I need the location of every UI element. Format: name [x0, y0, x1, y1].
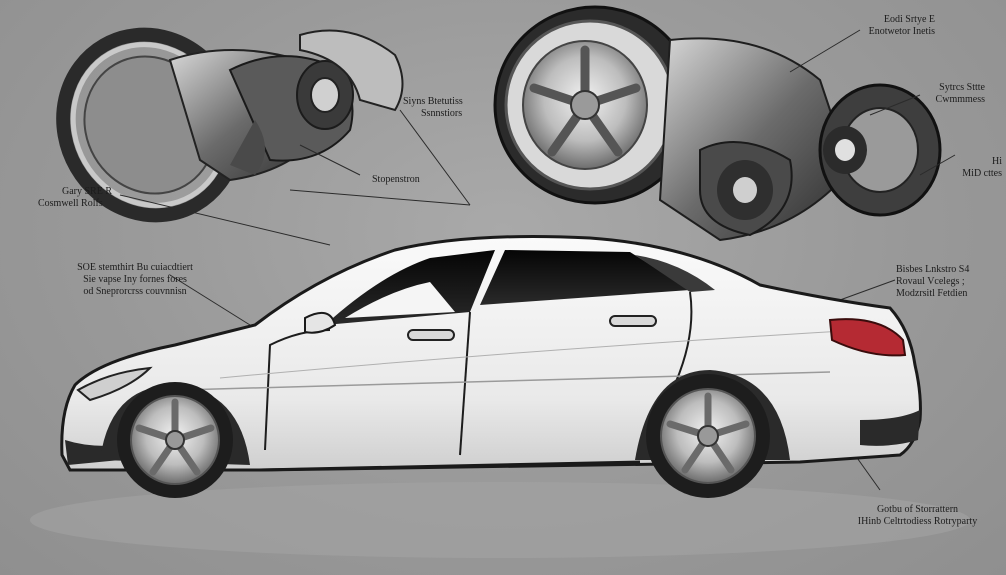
leader-lines [119, 29, 956, 491]
rear-wheel [646, 374, 770, 498]
ground-shadow [30, 482, 970, 558]
front-wheel [117, 382, 233, 498]
rear-wheel-assembly-render [493, 5, 942, 242]
front-wheel-assembly-render [56, 27, 404, 223]
label-suspension: Stopenstron [372, 174, 420, 185]
